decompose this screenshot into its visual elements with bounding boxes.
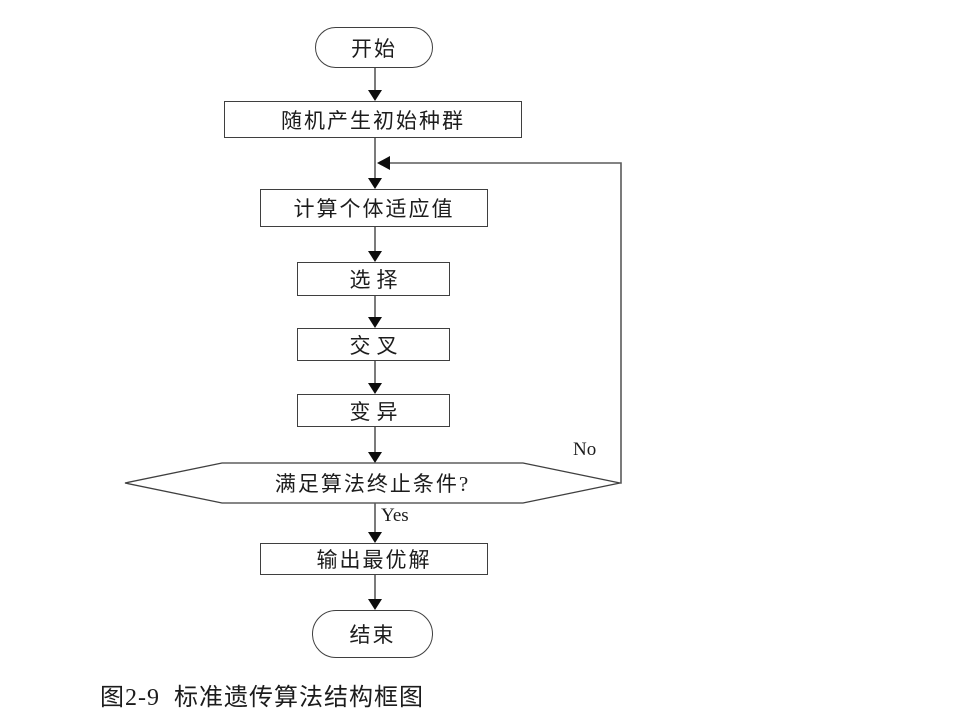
edge-crossover-to-mutation	[368, 361, 382, 394]
node-start-label: 开始	[351, 36, 397, 61]
edge-start-to-init	[368, 68, 382, 101]
node-selection-label: 选择	[349, 268, 404, 292]
node-output-best-label: 输出最优解	[316, 548, 432, 572]
node-crossover-label: 交叉	[349, 333, 404, 358]
yes-edge-label: Yes	[381, 505, 409, 526]
no-edge-label: No	[573, 439, 597, 460]
node-start: 开始	[315, 27, 433, 68]
node-crossover: 交叉	[297, 328, 450, 361]
node-compute-fitness: 计算个体适应值	[260, 189, 488, 227]
edge-mutation-to-decision	[368, 427, 382, 463]
edge-no-feedback-loop	[377, 156, 622, 484]
figure-caption: 图2-9 标准遗传算法结构框图	[100, 685, 424, 711]
node-termination-check: 满足算法终止条件?	[125, 463, 620, 503]
node-mutation: 变异	[297, 394, 450, 427]
edge-fitness-to-selection	[368, 227, 382, 262]
node-selection: 选择	[297, 262, 450, 296]
edge-output-to-end	[368, 575, 382, 610]
node-output-best: 输出最优解	[260, 543, 488, 575]
node-compute-fitness-label: 计算个体适应值	[293, 197, 455, 221]
node-init-population: 随机产生初始种群	[224, 101, 522, 138]
node-end-label: 结束	[349, 623, 396, 647]
node-init-population-label: 随机产生初始种群	[281, 108, 465, 133]
edge-selection-to-crossover	[368, 296, 382, 328]
edge-yes-to-output	[368, 503, 382, 543]
decision-shape	[124, 462, 621, 504]
node-termination-check-label: 满足算法终止条件?	[274, 472, 471, 496]
edge-init-to-fitness	[368, 138, 382, 189]
node-mutation-label: 变异	[349, 399, 404, 424]
node-end: 结束	[312, 610, 433, 658]
